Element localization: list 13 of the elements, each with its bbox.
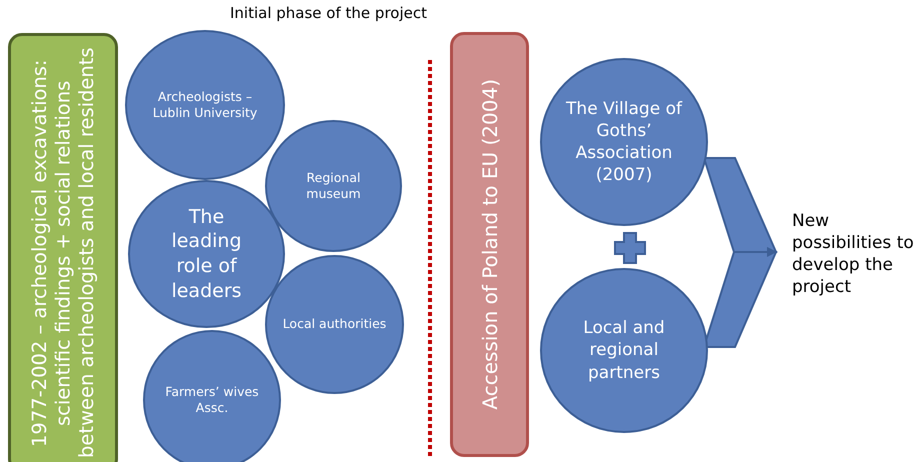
node-label: Local and regional partners xyxy=(582,317,666,384)
node-label: Farmers’ wives Assc. xyxy=(164,384,260,416)
node-label: The Village of Goths’ Association (2007) xyxy=(565,98,684,186)
event-panel xyxy=(450,32,529,457)
node-label: Regional museum xyxy=(305,170,362,202)
node-label: Local authorities xyxy=(282,316,388,333)
vertical-label: Accession of Poland to EU (2004) xyxy=(478,79,502,410)
vertical-label: 1977-2002 – archeological excavations: scientific findings + social relations between archeologists and local residents xyxy=(28,46,98,460)
heading: Initial phase of the project xyxy=(230,4,427,22)
outcome-label: New possibilities to develop the project xyxy=(792,210,915,298)
phase-panel xyxy=(8,33,118,462)
node-label: Archeologists – Lublin University xyxy=(152,88,258,122)
node-label: The leading role of leaders xyxy=(170,204,243,304)
